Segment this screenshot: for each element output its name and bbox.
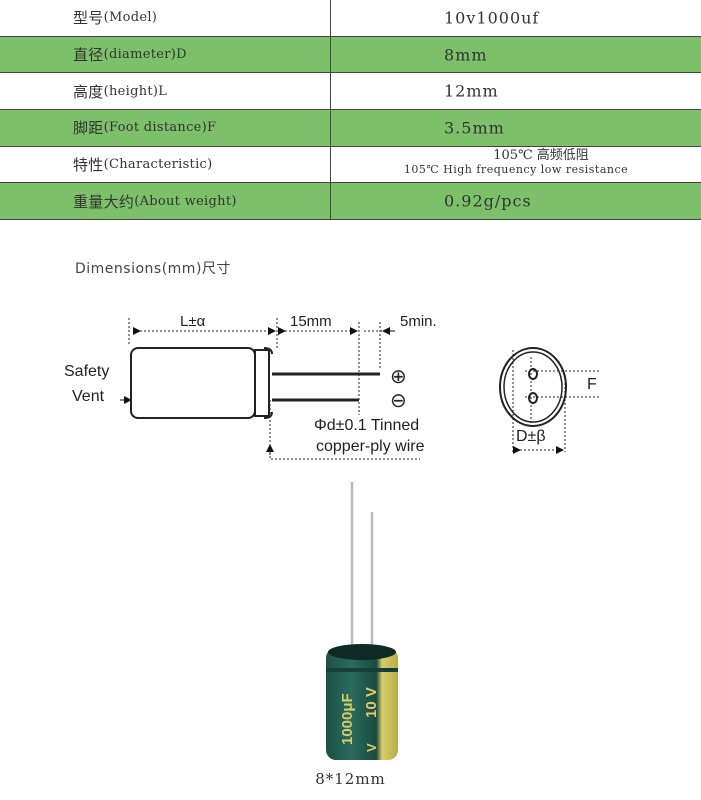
spec-label-cn: 脚距 xyxy=(73,119,104,138)
pitch-label: F xyxy=(587,376,597,393)
spec-row-model: 型号(Model) 10v1000uf xyxy=(0,0,701,37)
capacitor-end-view xyxy=(499,347,567,427)
spec-label-cn: 直径 xyxy=(73,46,104,65)
spec-label-cn: 高度 xyxy=(73,82,104,101)
spec-label-en: (Characteristic) xyxy=(103,157,213,173)
capacitor-side-view xyxy=(130,347,273,419)
spec-label-en: (Foot distance)F xyxy=(103,120,217,136)
plus-icon: ⊕ xyxy=(390,366,407,388)
spec-label-cn: 重量大约 xyxy=(73,192,135,211)
spec-row-foot-distance: 脚距(Foot distance)F 3.5mm xyxy=(0,110,701,147)
vent-label: Vent xyxy=(72,388,105,405)
wire-label-1: Φd±0.1 Tinned xyxy=(314,417,419,434)
capacitor-photo: 1000μF 10 V V xyxy=(326,482,398,760)
spec-label-en: (height)L xyxy=(103,83,168,99)
minus-icon: ⊖ xyxy=(390,390,407,412)
lead-length-label: 15mm xyxy=(290,313,332,330)
spec-value: 0.92g/pcs xyxy=(444,191,532,211)
spec-value: 3.5mm xyxy=(444,118,505,138)
spec-value: 12mm xyxy=(444,81,499,101)
spec-label-en: (About weight) xyxy=(134,193,237,209)
spec-table: 型号(Model) 10v1000uf 直径(diameter)D 8mm 高度… xyxy=(0,0,701,221)
spec-label-en: (Model) xyxy=(103,10,158,26)
spec-label-en: (diameter)D xyxy=(103,47,187,63)
length-label: L±α xyxy=(180,313,206,330)
dimensions-title: Dimensions(mm)尺寸 xyxy=(75,261,231,277)
spec-row-diameter: 直径(diameter)D 8mm xyxy=(0,36,701,74)
product-size-caption: 8*12mm xyxy=(315,770,386,788)
safety-label: Safety xyxy=(64,363,109,380)
wire-label-2: copper-ply wire xyxy=(316,438,425,455)
spec-row-height: 高度(height)L 12mm xyxy=(0,73,701,111)
diameter-label: D±β xyxy=(516,428,546,445)
spec-value: 105℃ 高频低阻 xyxy=(493,147,589,163)
spec-row-weight: 重量大约(About weight) 0.92g/pcs xyxy=(0,183,701,221)
voltage-print: 10 V xyxy=(363,687,380,718)
spec-label-cn: 型号 xyxy=(73,9,104,28)
spec-value: 10v1000uf xyxy=(444,8,540,28)
spec-value: 8mm xyxy=(444,45,488,65)
voltage-v-print: V xyxy=(364,743,379,752)
spec-label-cn: 特性 xyxy=(73,156,104,175)
spec-value-en: 105℃ High frequency low resistance xyxy=(403,162,629,176)
capacitance-print: 1000μF xyxy=(339,693,356,745)
min-label: 5min. xyxy=(400,313,437,330)
